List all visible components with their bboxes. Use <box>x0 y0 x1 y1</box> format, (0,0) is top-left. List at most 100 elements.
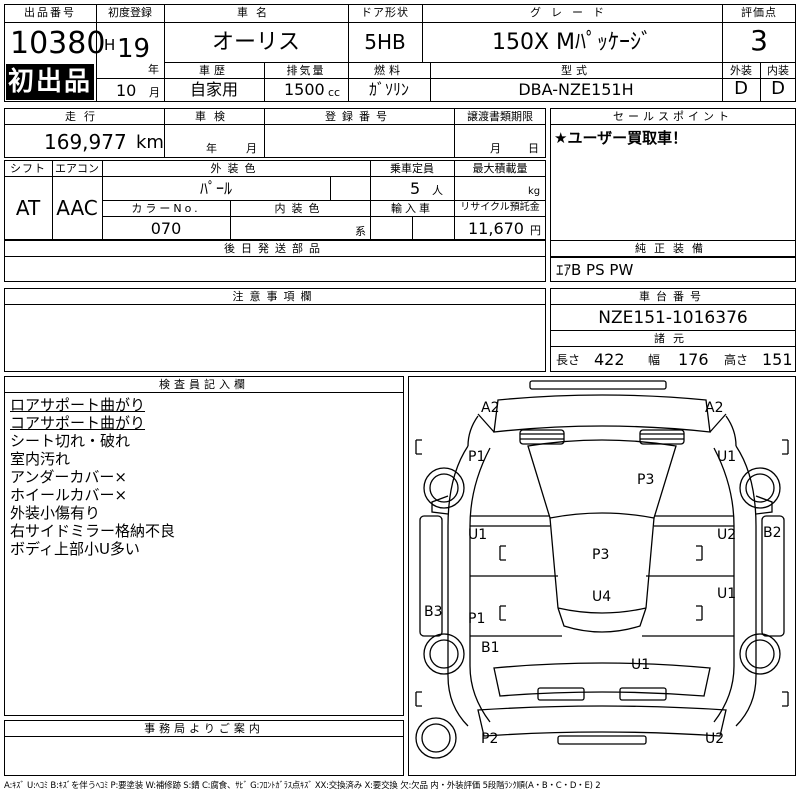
mark-a2-right: A2 <box>705 400 724 416</box>
length: 422 <box>594 350 625 369</box>
score: 3 <box>750 24 768 57</box>
body-color: ﾊﾟｰﾙ <box>199 179 232 198</box>
recycle-unit: 円 <box>530 224 541 237</box>
aircon-label: エアコン <box>55 162 99 175</box>
grade: 150X Mﾊﾟｯｹｰｼﾞ <box>491 30 653 55</box>
height-label: 高さ <box>724 353 749 367</box>
mark-p3-windshield: P3 <box>637 472 655 488</box>
history: 自家用 <box>189 80 238 99</box>
inspector-line: ホイールカバー× <box>10 486 128 504</box>
inspector-line: アンダーカバー× <box>10 468 127 486</box>
shift: AT <box>15 196 41 220</box>
transfer-month-unit: 月 <box>490 142 501 155</box>
interior-color-unit: 系 <box>355 225 366 238</box>
caution-box <box>4 288 546 372</box>
inspector-line: シート切れ・破れ <box>10 432 131 450</box>
recycle-fee: 11,670 <box>468 219 524 238</box>
inspector-label: 検査員記入欄 <box>159 378 249 391</box>
inspector-notes: ロアサポート曲がり コアサポート曲がり シート切れ・破れ 室内汚れ アンダーカバ… <box>10 396 175 558</box>
mark-p2-rear: P2 <box>481 731 499 747</box>
interior-color-label: 内装色 <box>274 202 326 215</box>
mark-u2-right-door: U2 <box>717 527 737 543</box>
equipment: ｴｱB PS PW <box>556 261 634 279</box>
door-label: ドア形状 <box>361 6 409 19</box>
damage-diagram <box>408 376 796 776</box>
mileage-unit: km <box>136 132 164 153</box>
reg-month: 10 <box>116 81 137 100</box>
interior-grade: D <box>771 78 785 99</box>
reg-number-label: 登録番号 <box>325 110 393 123</box>
lot-label: 出品番号 <box>24 6 76 19</box>
displacement: 1500 <box>284 80 325 99</box>
later-parts-label: 後日発送部品 <box>224 242 326 255</box>
aircon: AAC <box>56 196 98 220</box>
model-label: 型式 <box>561 64 591 77</box>
equipment-box <box>550 240 796 282</box>
inspector-line: ボディ上部小U多い <box>10 540 140 558</box>
sales-point-label: セールスポイント <box>613 110 733 123</box>
office-label: 事務局よりご案内 <box>144 722 264 735</box>
displacement-unit: cc <box>328 86 341 99</box>
exterior-grade: D <box>734 78 748 99</box>
mark-a2-left: A2 <box>481 400 500 416</box>
mileage-label: 走行 <box>65 110 103 123</box>
sales-point-text: ★ユーザー買取車！ <box>554 129 688 147</box>
width: 176 <box>678 350 709 369</box>
exterior-grade-label: 外装 <box>730 64 752 77</box>
import-label: 輸入車 <box>391 202 433 215</box>
later-parts-box <box>4 240 546 282</box>
inspector-line: コアサポート曲がり <box>10 414 146 432</box>
dimensions-label: 諸元 <box>654 332 692 345</box>
length-label: 長さ <box>556 353 581 367</box>
mark-u2-rear: U2 <box>705 731 725 747</box>
caution-label: 注意事項欄 <box>232 290 318 303</box>
reg-month-unit: 月 <box>149 86 160 99</box>
mark-b2: B2 <box>763 525 782 541</box>
history-label: 車歴 <box>199 64 229 77</box>
capacity-label: 乗車定員 <box>390 162 434 175</box>
sales-point-box <box>550 108 796 258</box>
body-color-label: 外装色 <box>210 162 262 175</box>
lot-number: 10380 <box>10 26 106 61</box>
displacement-label: 排気量 <box>286 64 326 77</box>
inspection-month-unit: 月 <box>246 142 257 155</box>
shift-label: シフト <box>10 162 46 175</box>
equipment-label: 純正装備 <box>635 242 711 255</box>
fuel: ｶﾞｿﾘﾝ <box>368 80 409 99</box>
car-name-label: 車名 <box>237 6 275 19</box>
transfer-deadline-label: 譲渡書類期限 <box>467 110 533 123</box>
reg-year-unit: 年 <box>148 63 159 76</box>
score-label: 評価点 <box>741 6 777 19</box>
mark-p1-rear: P1 <box>468 611 486 627</box>
width-label: 幅 <box>648 353 661 367</box>
mark-u1-left-door: U1 <box>468 527 488 543</box>
max-load-unit: kg <box>528 186 541 197</box>
office-box <box>4 720 404 776</box>
max-load-label: 最大積載量 <box>472 162 528 175</box>
inspection-label: 車検 <box>195 110 233 123</box>
first-listing-badge: 初出品 <box>6 64 94 100</box>
reg-date-label: 初度登録 <box>108 6 152 19</box>
door-type: 5HB <box>364 30 406 54</box>
mark-u4-roof: U4 <box>592 589 612 605</box>
transfer-day-unit: 日 <box>528 142 539 155</box>
chassis-label: 車台番号 <box>639 290 707 303</box>
legend: A:ｷｽﾞ U:ﾍｺﾐ B:ｷｽﾞを伴うﾍｺﾐ P:要塗装 W:補修跡 S:錆 … <box>4 781 601 791</box>
inspector-box <box>4 376 404 716</box>
model-code: DBA-NZE151H <box>518 80 634 99</box>
mark-b3: B3 <box>424 604 443 620</box>
car-name: オーリス <box>211 30 300 55</box>
mileage-table <box>4 108 546 158</box>
mark-p1-front: P1 <box>468 449 486 465</box>
mark-u1-right-front: U1 <box>717 449 737 465</box>
color-no: 070 <box>150 219 182 238</box>
inspector-line: 右サイドミラー格納不良 <box>10 522 176 540</box>
capacity: 5 <box>410 179 421 198</box>
capacity-unit: 人 <box>432 184 443 197</box>
mark-u1-trunk: U1 <box>631 657 651 673</box>
grade-label: グレード <box>530 6 614 19</box>
mark-b1: B1 <box>481 640 500 656</box>
height: 151 <box>762 350 793 369</box>
chassis-number: NZE151-1016376 <box>598 308 748 328</box>
inspector-line: 室内汚れ <box>10 450 71 468</box>
